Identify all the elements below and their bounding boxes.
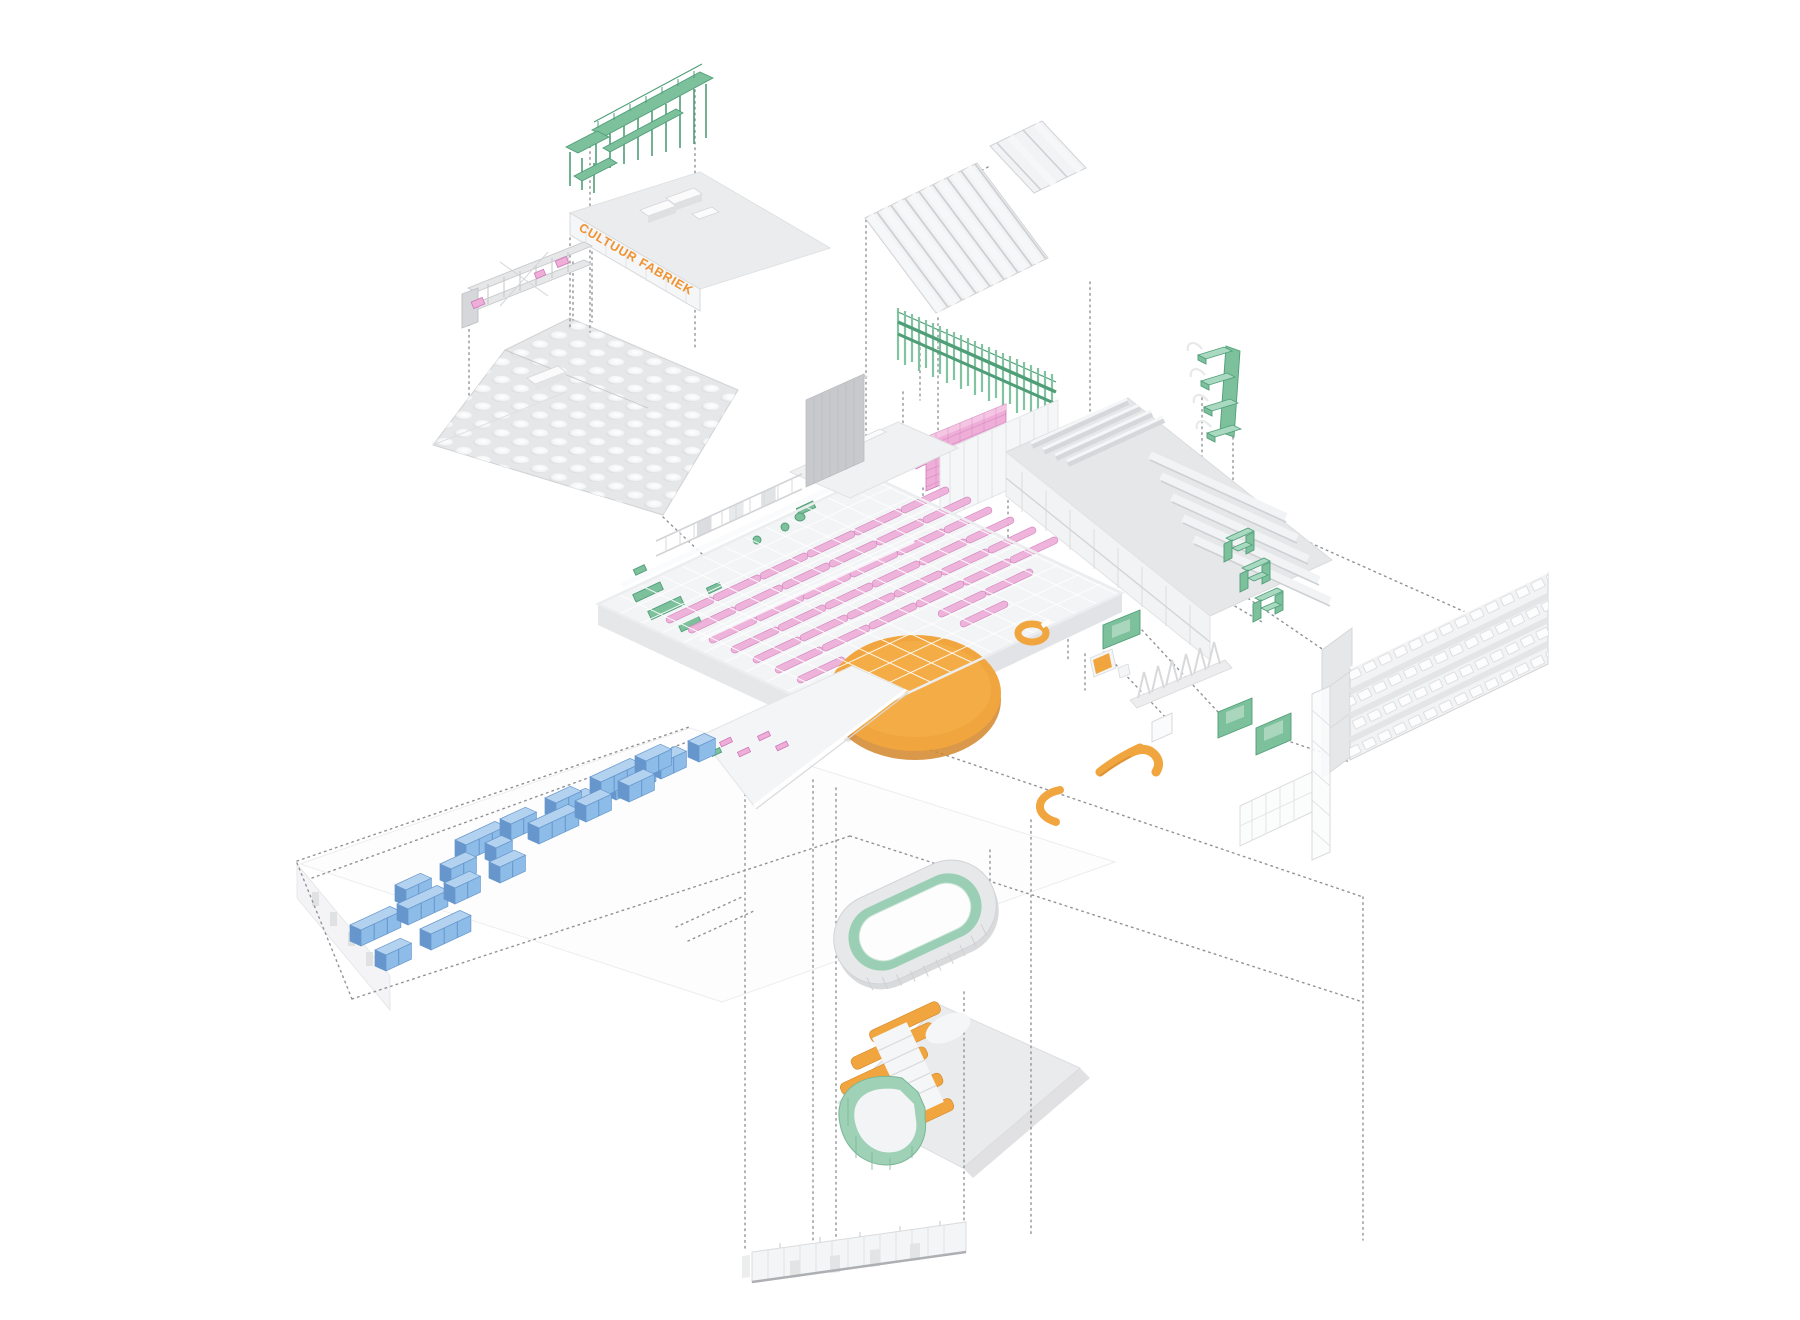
dome-skylight-roof	[432, 317, 739, 516]
gallery-furniture	[1014, 609, 1292, 826]
mesh-fences	[1239, 685, 1331, 861]
central-building	[595, 474, 1125, 760]
nw-railing	[655, 473, 803, 557]
mini-sawtooth	[1030, 397, 1166, 467]
cultuurfabriek-roof: CULTUUR FABRIEK	[568, 171, 832, 312]
green-panel	[1102, 609, 1141, 650]
sawtooth-roof	[864, 162, 1049, 314]
green-stair-balconies	[1186, 342, 1243, 443]
green-panel	[1217, 697, 1253, 739]
green-facade-slats	[896, 308, 1057, 425]
perforated-facade	[1321, 571, 1550, 779]
green-curved-wall	[838, 1075, 927, 1170]
white-frame	[1151, 712, 1173, 743]
sw-deck	[699, 665, 909, 810]
balcony-landings	[1196, 346, 1243, 443]
annex-building-mass	[1005, 397, 1333, 662]
sign-parapet	[569, 212, 701, 312]
orange-curve-seat	[1035, 786, 1064, 826]
street-elevation	[742, 1221, 967, 1284]
oval-ring-wall	[833, 859, 999, 991]
orange-bench-hook	[1127, 744, 1164, 777]
pink-gantry	[461, 241, 594, 329]
easel-rack	[1129, 641, 1233, 709]
green-panel	[1255, 712, 1292, 756]
concrete-wall	[805, 373, 868, 488]
stepped-floor-plates	[1148, 451, 1332, 607]
orange-ring-bench	[1014, 618, 1052, 646]
orange-mini-panel	[1089, 648, 1131, 679]
green-walkway-truss	[565, 63, 715, 193]
sawtooth-roof-fragment	[989, 120, 1087, 194]
